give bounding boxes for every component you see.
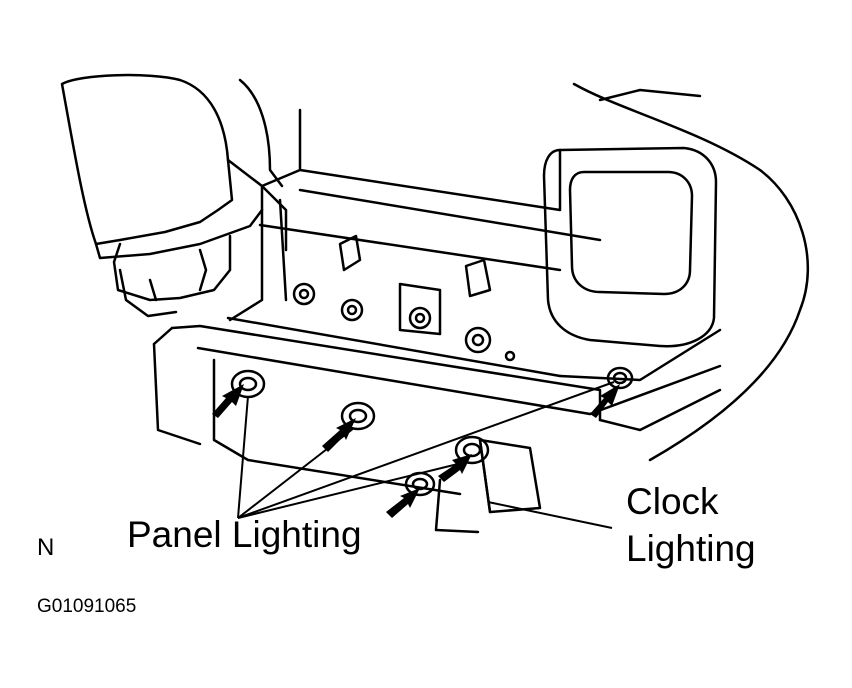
right-handle (542, 82, 809, 462)
figure-code: G01091065 (37, 596, 137, 617)
clock-lighting-label-line2: Lighting (626, 528, 756, 569)
panel-lighting-label: Panel Lighting (127, 514, 362, 555)
orientation-mark: N (37, 534, 55, 561)
left-housing (60, 73, 288, 318)
clock-lighting-label-line1: Clock (626, 481, 719, 522)
leader-lines (237, 381, 615, 529)
solid-arrow-icon (212, 384, 620, 518)
frame-screw-holes (292, 234, 516, 362)
back-frame (226, 108, 602, 378)
